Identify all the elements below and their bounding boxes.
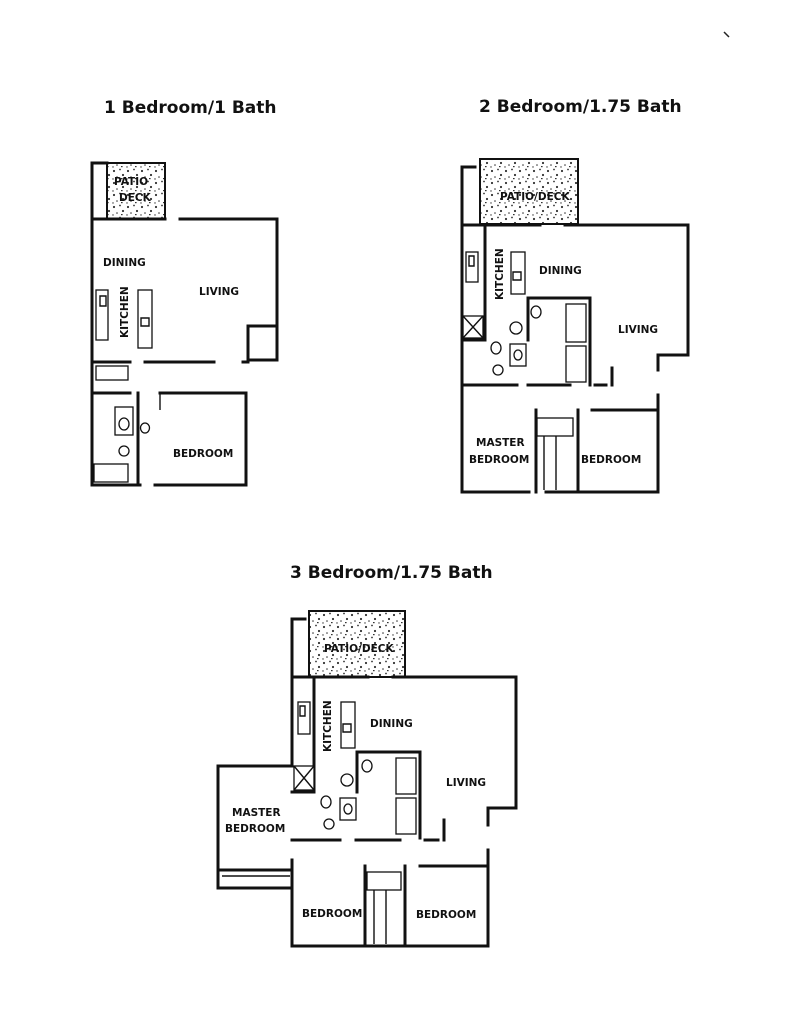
sink xyxy=(509,321,523,335)
patio-deck-area xyxy=(479,158,579,225)
room-label-dining: DINING xyxy=(539,265,582,277)
washer-dryer xyxy=(95,365,129,381)
room-label-bedroom: BEDROOM xyxy=(581,454,641,466)
room-label-dining: DINING xyxy=(370,718,413,730)
toilet xyxy=(139,422,151,434)
room-label-master-bedroom: BEDROOM xyxy=(469,454,529,466)
plan-1-title: 1 Bedroom/1 Bath xyxy=(104,98,277,118)
room-label-kitchen: KITCHEN xyxy=(119,286,131,338)
room-label-kitchen: KITCHEN xyxy=(494,248,506,300)
room-label-bedroom: BEDROOM xyxy=(302,908,362,920)
toilet xyxy=(320,795,332,809)
patio-deck-area xyxy=(106,162,166,220)
room-label-master: MASTER xyxy=(232,807,281,819)
room-label-living: LIVING xyxy=(199,286,239,298)
room-label-living: LIVING xyxy=(618,324,658,336)
kitchen-counter xyxy=(510,251,526,295)
plan-3-3-bedroom: PATIO/DECK KITCHEN DINING LIVING MASTER … xyxy=(216,610,518,948)
sink xyxy=(118,417,130,431)
kitchen-counter xyxy=(340,701,356,749)
toilet xyxy=(361,759,373,773)
kitchen-counter xyxy=(95,289,109,341)
kitchen-counter xyxy=(137,289,153,349)
room-label-dining: DINING xyxy=(103,257,146,269)
hall-closet xyxy=(366,871,402,891)
bathtub xyxy=(93,463,129,483)
kitchen-counter xyxy=(297,701,311,735)
room-label-patio: PATIO xyxy=(114,176,148,188)
hall-closet xyxy=(536,417,574,437)
patio-deck-area xyxy=(308,610,406,678)
room-label-master: MASTER xyxy=(476,437,525,449)
room-label-patio-deck: PATIO/DECK xyxy=(500,191,570,203)
shower xyxy=(395,797,417,835)
tub-shower xyxy=(565,303,587,343)
toilet xyxy=(492,364,504,376)
sink xyxy=(340,773,354,787)
toilet xyxy=(323,818,335,830)
plan-2-title: 2 Bedroom/1.75 Bath xyxy=(479,97,682,117)
room-label-patio-deck: PATIO/DECK xyxy=(324,643,394,655)
room-label-kitchen: KITCHEN xyxy=(322,700,334,752)
toilet xyxy=(530,305,542,319)
room-label-bedroom: BEDROOM xyxy=(416,909,476,921)
scan-mark xyxy=(723,31,730,38)
toilet xyxy=(490,341,502,355)
room-label-deck: DECK xyxy=(119,192,152,204)
plan-1-1-bedroom: PATIO DECK DINING LIVING KITCHEN BEDROOM xyxy=(90,161,279,487)
plan-3-title: 3 Bedroom/1.75 Bath xyxy=(290,563,493,583)
sink xyxy=(343,803,353,815)
tub-shower xyxy=(395,757,417,795)
room-label-master-bedroom: BEDROOM xyxy=(225,823,285,835)
toilet xyxy=(118,445,130,457)
shower xyxy=(565,345,587,383)
sink xyxy=(513,349,523,361)
plan-2-2-bedroom: PATIO/DECK KITCHEN DINING LIVING MASTER … xyxy=(460,158,690,494)
room-label-living: LIVING xyxy=(446,777,486,789)
room-label-bedroom: BEDROOM xyxy=(173,448,233,460)
